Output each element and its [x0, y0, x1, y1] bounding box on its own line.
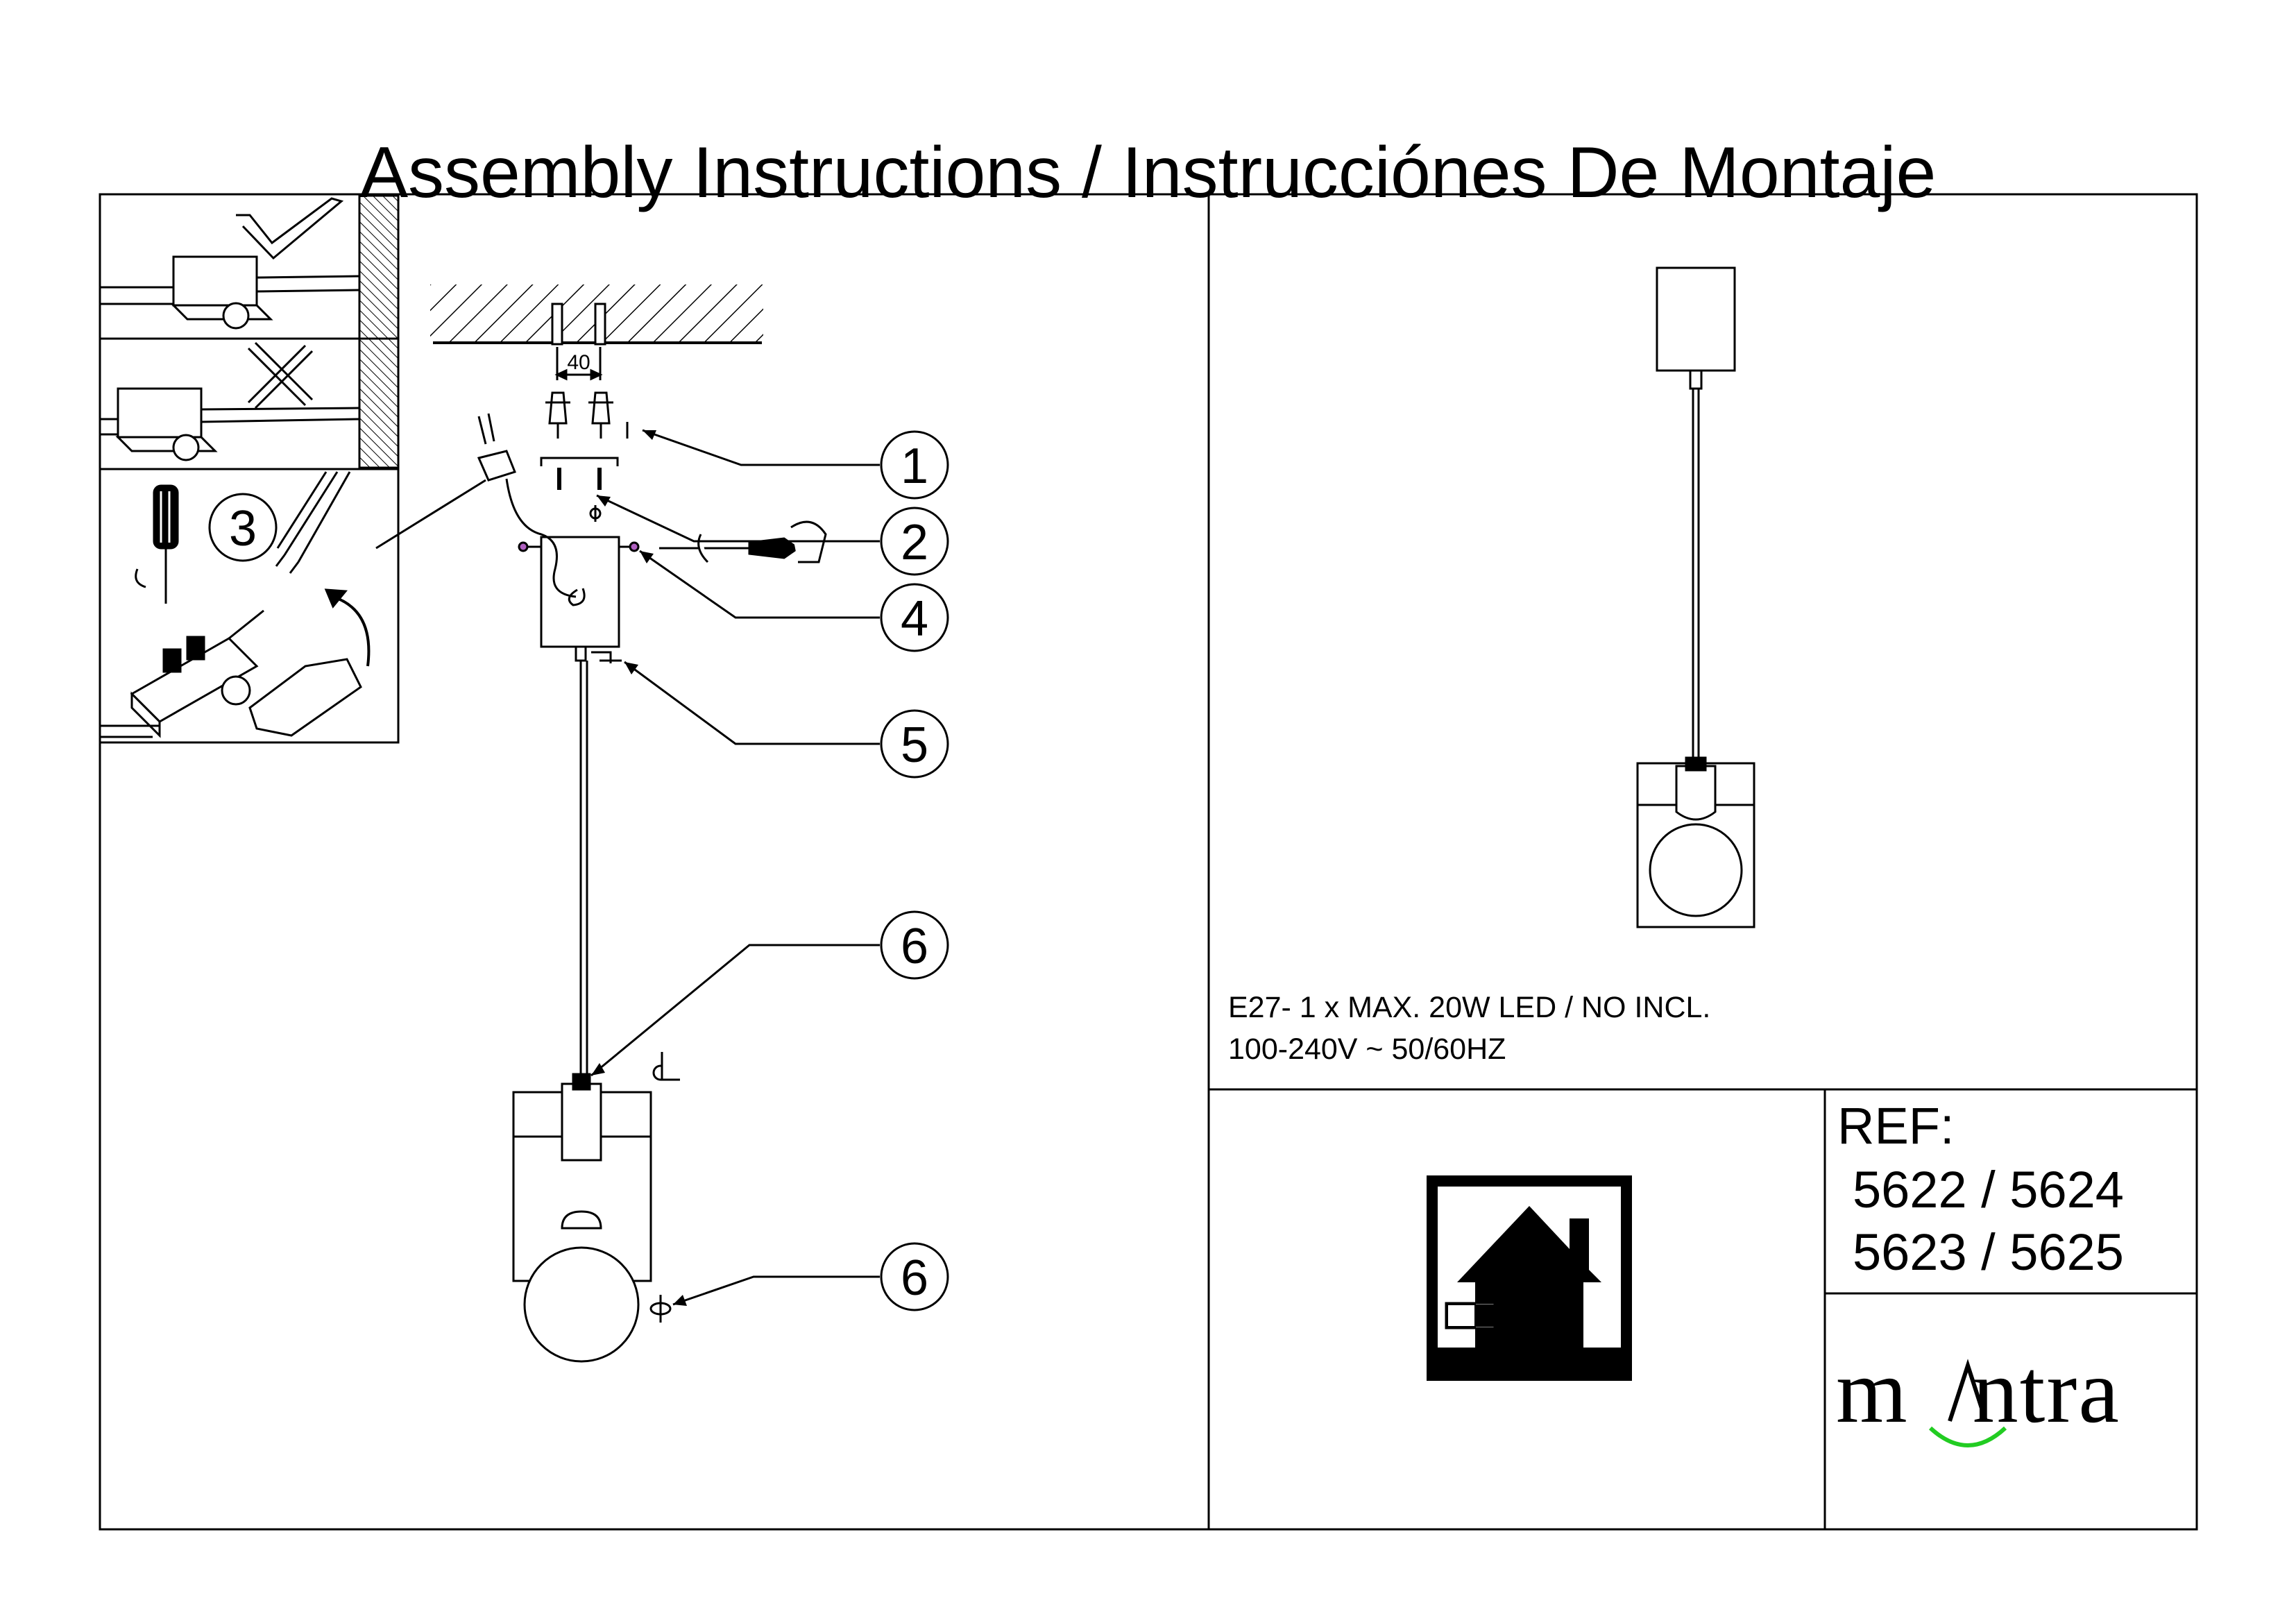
inset-leader-line: [375, 479, 486, 550]
canopy-box: [518, 536, 640, 648]
wall-plug-pair: [545, 391, 613, 439]
brand-logo-mark: [1928, 1359, 2007, 1447]
check-mark-icon: [236, 197, 344, 260]
spec-power-line: E27- 1 x MAX. 20W LED / NO INCL.: [1228, 991, 1711, 1024]
callout-1: 1: [642, 429, 949, 500]
ref-numbers-line1: 5622 / 5624: [1853, 1161, 2124, 1218]
screwdriver-icon: [135, 484, 179, 604]
cable-grip: [575, 645, 622, 663]
callout-6-bulb: 6: [672, 1242, 949, 1311]
product-front-view: [1636, 266, 1755, 928]
callout-6-cord: 6: [590, 910, 949, 1077]
svg-text:3: 3: [229, 501, 257, 556]
svg-text:4: 4: [901, 591, 928, 647]
cross-mark-icon: [247, 341, 314, 409]
ceiling-surface: [430, 284, 763, 346]
wiring-detail-inset: [99, 193, 400, 744]
drill-spacing-dimension: [554, 347, 603, 381]
brand-logo-part2: ntra: [1972, 1340, 2120, 1442]
callout-5: 5: [624, 661, 949, 779]
screwdriver-tool: [659, 520, 827, 563]
svg-text:5: 5: [901, 717, 928, 773]
svg-text:6: 6: [901, 919, 928, 974]
callout-4: 4: [639, 550, 949, 652]
indoor-use-house-icon: [1427, 1175, 1632, 1381]
terminal-connector: [477, 413, 577, 598]
svg-text:6: 6: [901, 1250, 928, 1306]
callout-2: 2: [596, 494, 949, 576]
page-title: Assembly Instructions / Instrucciónes De…: [359, 132, 1937, 213]
terminal-block-incorrect: [100, 387, 360, 461]
mounting-bracket: [540, 457, 619, 522]
terminal-block-correct: [100, 255, 360, 330]
ref-label: REF:: [1837, 1097, 1955, 1155]
layout-frame: [99, 193, 2198, 1531]
rotate-icon: [649, 1295, 672, 1323]
spec-voltage-line: 100-240V ~ 50/60HZ: [1228, 1033, 1506, 1066]
svg-text:1: 1: [901, 439, 928, 494]
dimension-40: 40: [567, 351, 590, 374]
open-terminal-block: [100, 588, 371, 738]
light-bulb: [523, 1210, 640, 1363]
brand-logo-part1: m: [1836, 1340, 1909, 1442]
callout-3: 3: [208, 493, 278, 562]
ref-numbers-line2: 5623 / 5625: [1853, 1223, 2124, 1281]
svg-text:2: 2: [901, 515, 928, 570]
wire-leads: [275, 471, 351, 574]
lamp-shade: [512, 1052, 680, 1282]
